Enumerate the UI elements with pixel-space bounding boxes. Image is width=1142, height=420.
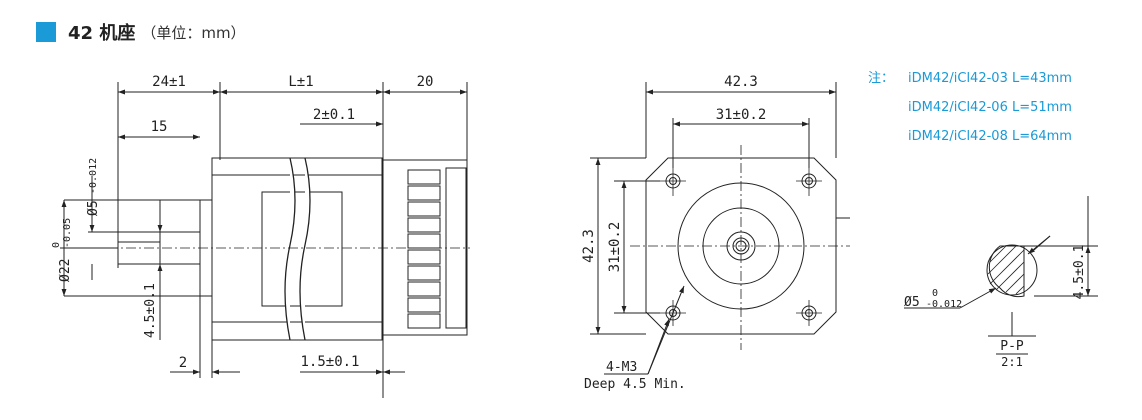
holes-depth: Deep 4.5 Min.: [584, 377, 686, 392]
section-scale: 2:1: [1001, 355, 1023, 369]
side-view: [60, 82, 470, 398]
dim-front-hole-spacing-x: 31±0.2: [716, 107, 767, 123]
section-tol-bottom: -0.012: [926, 299, 962, 310]
dim-front-height: 42.3: [581, 229, 597, 263]
header-unit: （单位：mm）: [141, 23, 246, 42]
dim-connector-length: 20: [417, 74, 434, 90]
section-dia-base: Ø5: [904, 295, 920, 310]
connector-pins: [407, 169, 441, 329]
section-header: 42 机座 （单位：mm）: [36, 20, 246, 44]
dim-boss-dia-base: Ø22: [58, 259, 73, 282]
dim-flat-depth-text: 4.5±0.1: [143, 283, 158, 338]
header-square-icon: [36, 22, 56, 42]
note-line-3: iDM42/iCl42-08 L=64mm: [908, 129, 1072, 144]
dim-boss-dia-tol-bottom: -0.05: [62, 218, 73, 248]
dim-body-length: L±1: [288, 74, 313, 90]
dim-flat-length: 15: [151, 119, 168, 135]
note-line-1: iDM42/iCl42-03 L=43mm: [908, 71, 1072, 86]
front-view: [590, 82, 850, 375]
section-view: [904, 196, 1098, 337]
model-note: 注： iDM42/iCl42-03 L=43mm iDM42/iCl42-06 …: [868, 71, 1072, 144]
dim-flange-thickness: 1.5±0.1: [300, 354, 359, 370]
dim-front-width: 42.3: [724, 74, 758, 90]
section-flat-depth: 4.5±0.1: [1072, 245, 1087, 300]
dim-boss-diameter: Ø22 0 -0.05: [51, 218, 73, 282]
dim-front-hole-spacing-y: 31±0.2: [607, 222, 623, 273]
dim-shaft-diameter: Ø5 -0.012: [86, 158, 101, 216]
dim-shaft-dia-base: Ø5: [86, 200, 101, 216]
section-title: P-P: [1000, 339, 1024, 354]
dim-boss-height: 2: [179, 355, 187, 371]
note-prefix: 注：: [868, 71, 894, 86]
holes-label: 4-M3: [606, 360, 637, 375]
dim-boss-offset: 2±0.1: [313, 107, 355, 123]
dim-boss-dia-tol-top: 0: [51, 242, 62, 248]
section-tol-top: 0: [932, 288, 938, 299]
dim-shaft-dia-tol: -0.012: [88, 158, 99, 194]
header-title: 42 机座: [68, 23, 136, 44]
dim-flat-depth: 4.5±0.1: [143, 283, 158, 338]
dim-shaft-length: 24±1: [152, 74, 186, 90]
note-line-2: iDM42/iCl42-06 L=51mm: [908, 100, 1072, 115]
